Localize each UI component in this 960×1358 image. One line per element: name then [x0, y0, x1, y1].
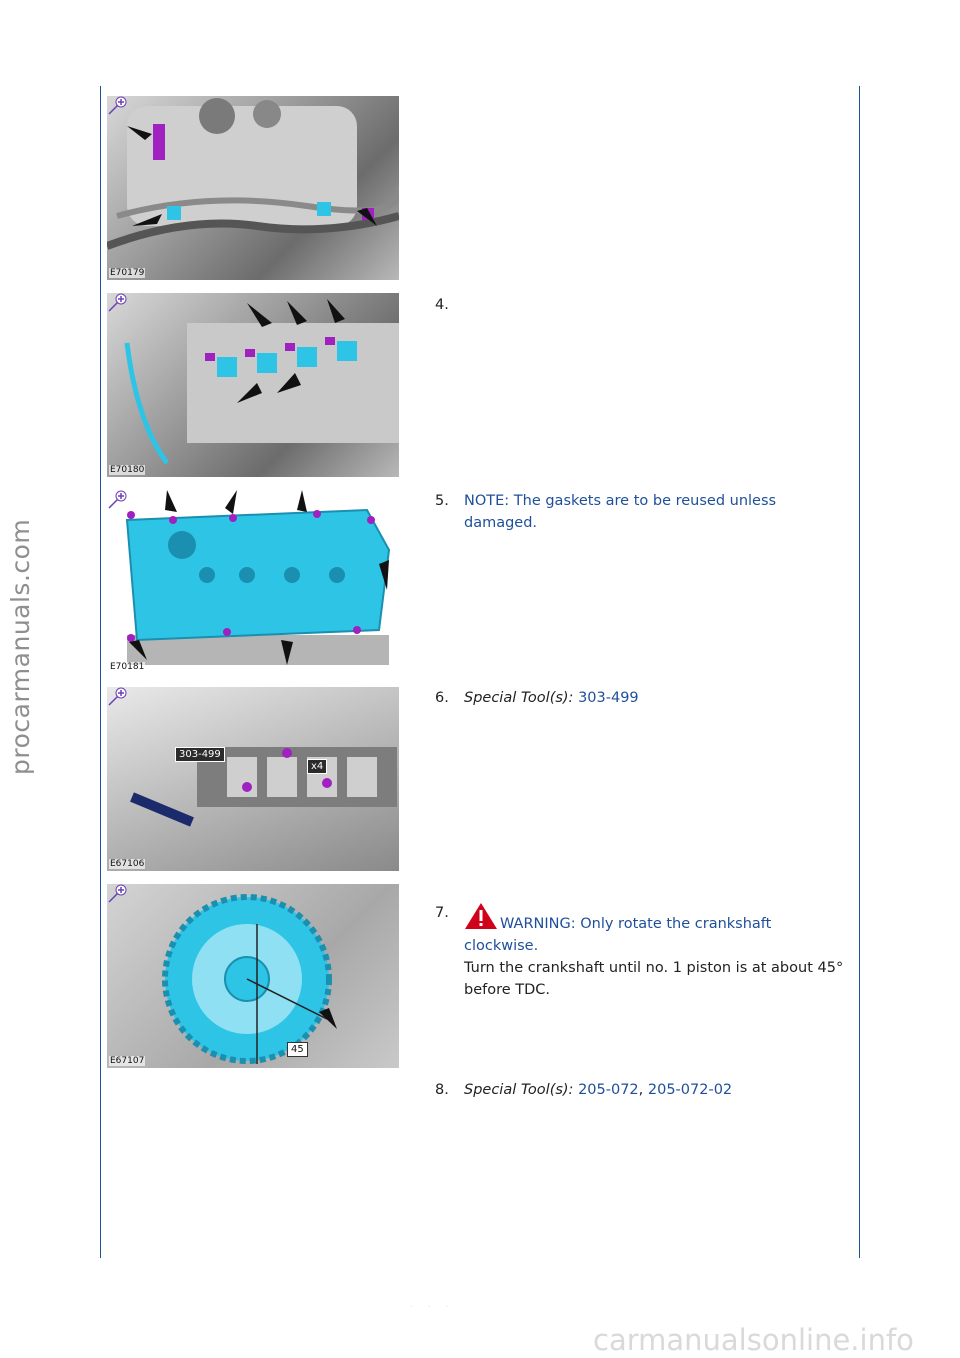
step-7: 7. WARNING: Only rotate the crankshaft c…: [435, 902, 850, 1001]
special-tools-label: Special Tool(s):: [464, 690, 574, 706]
zoom-icon[interactable]: [107, 96, 127, 116]
pulley-illustration: [162, 894, 337, 1064]
special-tools-label: Special Tool(s):: [464, 1082, 574, 1098]
figure-id: E67106: [109, 859, 146, 869]
figure-id: E70181: [109, 662, 146, 672]
step-number: 4.: [435, 297, 449, 313]
tool-link[interactable]: 303-499: [578, 690, 639, 706]
angle-callout: 45: [287, 1042, 308, 1057]
step-5: 5. NOTE: The gaskets are to be reused un…: [435, 490, 850, 534]
bottom-watermark: carmanualsonline.info: [593, 1323, 914, 1357]
page-number: . . .: [410, 1300, 455, 1310]
figure-crankshaft-pulley: 45 E67107: [107, 884, 399, 1068]
figure-id: E70180: [109, 465, 146, 475]
step-number: 7.: [435, 905, 449, 921]
step-number: 8.: [435, 1082, 449, 1098]
figure-id: E67107: [109, 1056, 146, 1066]
warning-text: WARNING: Only rotate the crankshaft cloc…: [464, 916, 772, 954]
step-8: 8. Special Tool(s): 205-072, 205-072-02: [435, 1079, 850, 1101]
engine-illustration: [107, 98, 399, 250]
step-number: 5.: [435, 493, 449, 509]
tool-separator: ,: [638, 1082, 648, 1098]
engine-illustration: [124, 299, 399, 465]
step-number: 6.: [435, 690, 449, 706]
figure-camshaft-tool: 303-499 x4 E67106: [107, 687, 399, 871]
zoom-icon[interactable]: [107, 884, 127, 904]
step-6: 6. Special Tool(s): 303-499: [435, 687, 850, 709]
tool-link[interactable]: 205-072: [578, 1082, 639, 1098]
zoom-icon[interactable]: [107, 490, 127, 510]
figure-ignition-coils: E70180: [107, 293, 399, 477]
side-watermark: procarmanuals.com: [6, 518, 35, 775]
step-instruction: Turn the crankshaft until no. 1 piston i…: [464, 960, 844, 998]
cam-cover-illustration: [125, 490, 391, 665]
figure-id: E70179: [109, 268, 146, 278]
figure-engine-top: E70179: [107, 96, 399, 280]
figure-cam-cover: E70181: [107, 490, 399, 674]
step-note: NOTE: The gaskets are to be reused unles…: [464, 493, 777, 531]
zoom-icon[interactable]: [107, 293, 127, 313]
quantity-callout: x4: [307, 759, 328, 774]
zoom-icon[interactable]: [107, 687, 127, 707]
camshaft-illustration: [130, 747, 397, 827]
warning-icon: [465, 903, 497, 929]
tool-callout: 303-499: [175, 747, 225, 762]
left-margin-rule: [100, 86, 101, 1258]
right-margin-rule: [859, 86, 860, 1258]
tool-link[interactable]: 205-072-02: [647, 1082, 733, 1098]
